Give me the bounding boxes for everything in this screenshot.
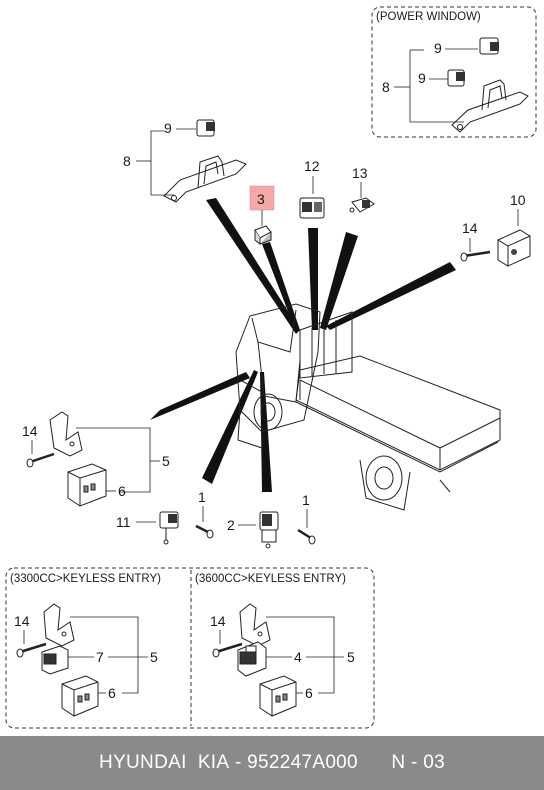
callout-item-3: 3 bbox=[257, 191, 265, 207]
relay-main-9-icon bbox=[196, 119, 215, 137]
callout-k33-14: 14 bbox=[14, 613, 30, 629]
module-left-6-icon bbox=[67, 463, 107, 507]
screw-1a-icon bbox=[195, 524, 214, 539]
item-13-group: 13 bbox=[349, 165, 375, 213]
callout-pw-8: 8 bbox=[382, 79, 390, 95]
callout-item-10: 10 bbox=[510, 192, 526, 208]
keyless-3600-title: (3600CC>KEYLESS ENTRY) bbox=[195, 573, 346, 585]
relay-13-icon bbox=[349, 197, 375, 213]
footer-bar: HYUNDAI KIA - 952247A000 N - 03 bbox=[0, 736, 544, 790]
callout-k33-6: 6 bbox=[108, 685, 116, 701]
callout-bot-1a: 1 bbox=[198, 489, 206, 505]
callout-main-9: 9 bbox=[164, 120, 172, 136]
callout-k36-4: 4 bbox=[294, 649, 302, 665]
highlight-3 bbox=[249, 185, 275, 211]
callout-bot-1b: 1 bbox=[302, 492, 310, 508]
callout-k36-14: 14 bbox=[210, 613, 226, 629]
relay-2-icon bbox=[259, 511, 279, 549]
footer-page-code: N - 03 bbox=[391, 752, 445, 773]
bracket-k36-icon bbox=[239, 603, 271, 647]
item-12-group: 12 bbox=[299, 158, 325, 219]
leader-wedges bbox=[150, 198, 456, 492]
parts-diagram: (POWER WINDOW) 9 9 8 9 8 bbox=[5, 6, 537, 729]
bracket-left-icon bbox=[49, 411, 83, 457]
footer-part-number: - 952247A000 bbox=[234, 752, 358, 773]
callout-item-14: 14 bbox=[462, 220, 478, 236]
module-k36-4-icon bbox=[237, 641, 267, 677]
callout-item-12: 12 bbox=[304, 158, 320, 174]
bottom-items: 1 11 1 2 bbox=[116, 489, 316, 549]
left-group: 14 5 6 bbox=[22, 411, 170, 507]
screw-left-icon bbox=[26, 452, 55, 468]
bracket-k33-icon bbox=[43, 603, 75, 647]
module-k36-6-icon bbox=[259, 675, 297, 717]
callout-k33-5: 5 bbox=[150, 649, 158, 665]
footer-brand: HYUNDAI KIA bbox=[99, 752, 230, 773]
callout-left-6: 6 bbox=[118, 483, 126, 499]
callout-bot-2: 2 bbox=[227, 517, 235, 533]
callout-pw-9b: 9 bbox=[418, 70, 426, 86]
callout-left-14: 14 bbox=[22, 423, 38, 439]
keyless-3300-title: (3300CC>KEYLESS ENTRY) bbox=[10, 573, 161, 585]
screw-1b-icon bbox=[297, 528, 316, 545]
relay-11-icon bbox=[159, 511, 179, 545]
power-window-box: (POWER WINDOW) 9 9 8 bbox=[371, 6, 537, 138]
screw-k36-icon bbox=[212, 642, 243, 658]
callout-left-5: 5 bbox=[162, 453, 170, 469]
callout-pw-9a: 9 bbox=[434, 40, 442, 56]
callout-k36-6: 6 bbox=[305, 685, 313, 701]
truck-outline bbox=[235, 303, 501, 511]
screw-k33-icon bbox=[16, 642, 47, 658]
keyless-box: (3300CC>KEYLESS ENTRY) (3600CC>KEYLESS E… bbox=[5, 567, 375, 729]
main-relay-group: 9 8 bbox=[123, 119, 247, 203]
module-k33-6-icon bbox=[61, 675, 99, 717]
bracket-pw-icon bbox=[451, 79, 529, 133]
callout-bot-11: 11 bbox=[116, 514, 131, 530]
bracket-main-icon bbox=[163, 155, 247, 203]
item-10-group: 10 14 bbox=[460, 192, 531, 267]
power-window-title: (POWER WINDOW) bbox=[376, 11, 481, 23]
callout-k33-7: 7 bbox=[96, 649, 104, 665]
item-3-group: 3 bbox=[249, 185, 275, 246]
screw-14-icon bbox=[460, 250, 491, 262]
relay-9a-icon bbox=[479, 37, 499, 55]
relay-3-icon bbox=[254, 225, 272, 246]
module-k33-7-icon bbox=[41, 645, 69, 675]
module-10-icon bbox=[497, 229, 531, 267]
callout-main-8: 8 bbox=[123, 153, 131, 169]
callout-item-13: 13 bbox=[352, 165, 368, 181]
callout-k36-5: 5 bbox=[347, 649, 355, 665]
relay-9b-icon bbox=[447, 69, 465, 87]
relay-12-icon bbox=[299, 197, 325, 219]
